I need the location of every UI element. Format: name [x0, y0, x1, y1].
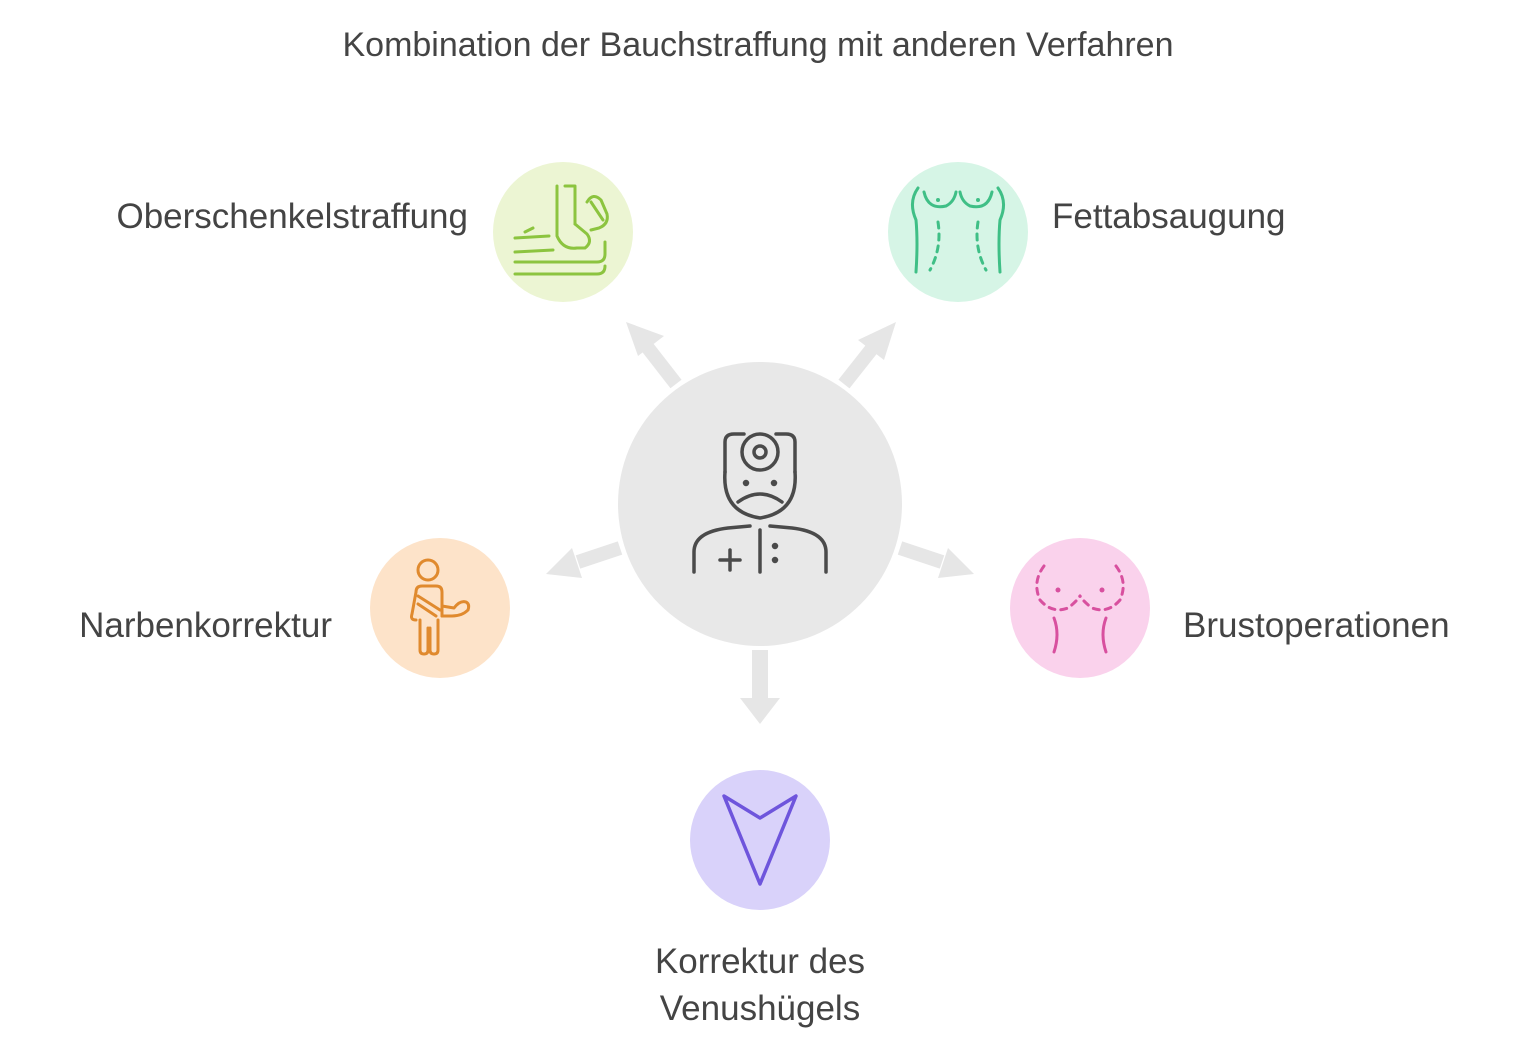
- node-oberschenkelstraffung: [493, 162, 633, 302]
- node-brustoperationen: [1010, 538, 1150, 678]
- node-narbenkorrektur: [370, 538, 510, 678]
- center-node: [618, 362, 902, 646]
- arrow-to-brustoperationen: [897, 541, 974, 578]
- node-fettabsaugung: [888, 162, 1028, 302]
- arrow-to-oberschenkelstraffung: [626, 322, 682, 389]
- liposuction-torso-icon: [911, 186, 1005, 274]
- label-venushuegel-line-1: Korrektur des: [654, 942, 866, 981]
- surgeon-icon: [692, 432, 828, 574]
- triangle-arrowhead-icon: [722, 794, 798, 886]
- label-venushuegel: Korrektur des Venushügels: [560, 938, 960, 1032]
- label-oberschenkelstraffung: Oberschenkelstraffung: [116, 197, 468, 236]
- diagram-title: Kombination der Bauchstraffung mit ander…: [342, 26, 1174, 64]
- breast-outline-icon: [1035, 564, 1125, 654]
- label-brustoperationen: Brustoperationen: [1183, 606, 1450, 645]
- label-venushuegel-line-2: Venushügels: [659, 989, 861, 1028]
- label-narbenkorrektur: Narbenkorrektur: [79, 606, 332, 645]
- arrow-to-fettabsaugung: [838, 322, 896, 389]
- arrow-to-venushuegel: [740, 650, 780, 724]
- thigh-lift-icon: [513, 184, 609, 276]
- label-fettabsaugung: Fettabsaugung: [1052, 197, 1286, 236]
- arrow-to-narbenkorrektur: [546, 541, 623, 578]
- injured-person-icon: [410, 558, 471, 656]
- node-venushuegel: [690, 770, 830, 910]
